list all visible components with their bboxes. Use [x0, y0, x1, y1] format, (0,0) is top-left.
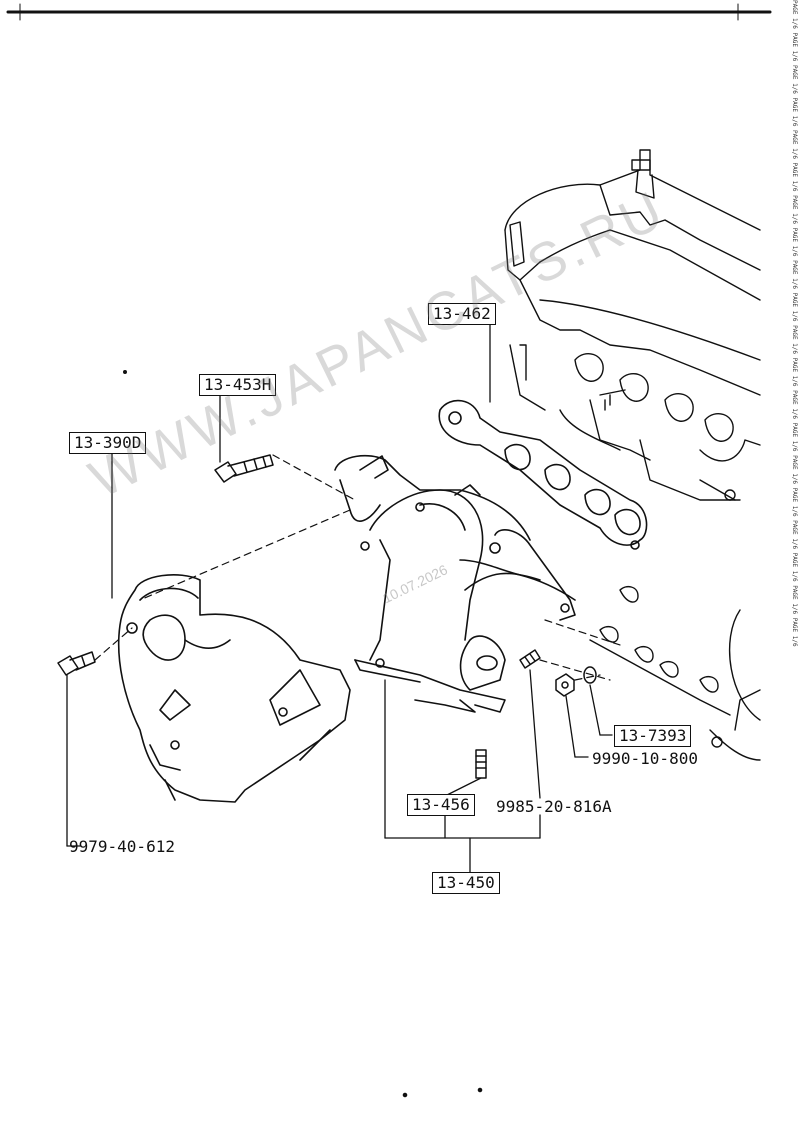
engine-block — [504, 149, 761, 761]
label-13-456[interactable]: 13-456 — [407, 794, 475, 816]
bolt-13-453H — [214, 454, 274, 483]
label-9979-40-612[interactable]: 9979-40-612 — [69, 837, 175, 856]
label-13-7393[interactable]: 13-7393 — [614, 725, 692, 747]
label-13-390D[interactable]: 13-390D — [69, 432, 147, 454]
exhaust-manifold-13-450 — [334, 454, 576, 713]
label-13-462[interactable]: 13-462 — [428, 303, 496, 325]
gasket-13-462 — [438, 399, 648, 550]
bolt-9979-40-612 — [57, 651, 96, 676]
edge-strip: PAGE 1/6 PAGE 1/6 PAGE 1/6 PAGE 1/6 PAGE… — [791, 0, 798, 647]
label-9985-20-816A[interactable]: 9985-20-816A — [496, 797, 612, 816]
stud-13-456 — [475, 749, 487, 779]
nut-9990-10-800 — [555, 673, 575, 697]
stud-9985-20-816A — [519, 649, 541, 669]
label-9990-10-800[interactable]: 9990-10-800 — [592, 749, 698, 768]
washer-13-7393 — [583, 666, 597, 684]
assembly-lines — [94, 454, 621, 681]
label-13-453H[interactable]: 13-453H — [199, 374, 277, 396]
leader-lines — [66, 319, 613, 873]
label-13-450[interactable]: 13-450 — [432, 872, 500, 894]
heat-shield-13-390D — [117, 574, 351, 803]
